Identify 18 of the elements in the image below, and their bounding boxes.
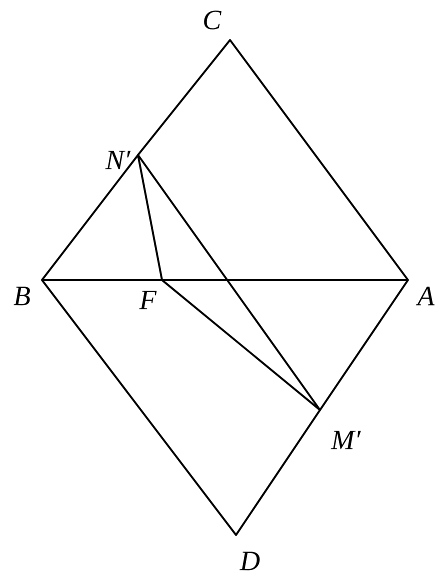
point-label: B	[14, 286, 30, 306]
line-segment	[41, 154, 139, 281]
line-segment	[161, 279, 409, 281]
line-segment	[137, 154, 321, 411]
line-segment	[319, 279, 409, 411]
point-label: F	[139, 290, 157, 310]
point-label: N′	[105, 150, 131, 170]
line-segment	[41, 279, 237, 536]
line-segment	[229, 39, 409, 281]
point-label: M′	[330, 430, 361, 450]
point-label: D	[240, 552, 260, 570]
point-label: A	[416, 286, 435, 306]
line-segment	[41, 279, 163, 281]
line-segment	[161, 279, 321, 411]
line-segment	[137, 154, 163, 281]
line-segment	[137, 39, 231, 156]
point-label: C	[204, 10, 222, 30]
line-segment	[235, 409, 321, 536]
